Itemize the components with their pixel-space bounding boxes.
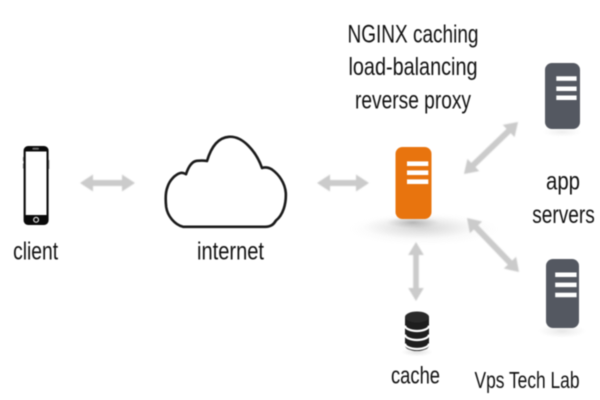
svg-text:load-balancing: load-balancing <box>349 53 478 81</box>
svg-text:servers: servers <box>532 201 595 229</box>
svg-text:cache: cache <box>391 363 440 390</box>
svg-text:reverse proxy: reverse proxy <box>355 87 471 115</box>
svg-text:NGINX caching: NGINX caching <box>348 21 479 49</box>
svg-text:client: client <box>13 238 58 266</box>
svg-text:app: app <box>546 168 580 196</box>
svg-text:internet: internet <box>197 238 264 266</box>
svg-text:Vps Tech Lab: Vps Tech Lab <box>475 367 580 393</box>
